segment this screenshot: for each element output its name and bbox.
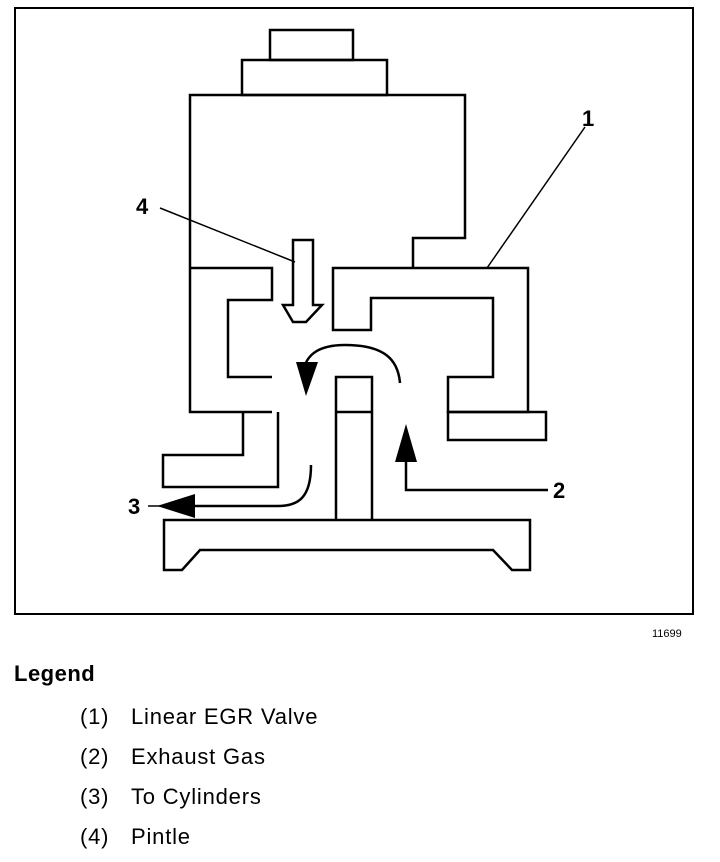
valve-collar (240, 58, 389, 97)
legend-item: (3) To Cylinders (80, 782, 318, 822)
valve-bracket (331, 266, 530, 414)
pintle-arrow (280, 238, 325, 324)
legend-item: (2) Exhaust Gas (80, 742, 318, 782)
valve-body (161, 28, 548, 572)
callout-2-label: 2 (553, 478, 565, 503)
legend-item-number: (1) (80, 704, 110, 729)
valve-stem (334, 375, 374, 520)
right-flange (446, 410, 548, 442)
valve-top-cap (268, 28, 355, 62)
left-housing-wall (190, 266, 274, 379)
valve-base (162, 518, 532, 572)
egr-valve-diagram: 1 2 3 4 11699 (14, 7, 694, 640)
legend-item-number: (3) (80, 784, 110, 809)
callout-4-leader (159, 207, 296, 263)
to-cylinders-flow (157, 464, 313, 518)
callout-1-leader (486, 126, 586, 269)
left-outlet-pipe (161, 412, 280, 489)
legend-item-text: Pintle (131, 824, 191, 849)
legend-title: Legend (14, 661, 96, 686)
legend-list: (1) Linear EGR Valve (2) Exhaust Gas (3) To… (80, 702, 318, 862)
callout-1-label: 1 (582, 106, 594, 131)
legend-item-text: Exhaust Gas (131, 744, 266, 769)
recirculation-flow (296, 343, 402, 396)
actuator-housing (188, 93, 467, 414)
callout-4-label: 4 (136, 194, 149, 219)
callout-3-label: 3 (128, 494, 140, 519)
legend-item-text: Linear EGR Valve (131, 704, 319, 729)
legend-item-number: (2) (80, 744, 110, 769)
legend-item: (4) Pintle (80, 822, 318, 862)
figure-id: 11699 (652, 628, 682, 640)
legend-item-number: (4) (80, 824, 110, 849)
exhaust-gas-flow (395, 424, 548, 492)
legend-item: (1) Linear EGR Valve (80, 702, 318, 742)
legend-item-text: To Cylinders (131, 784, 262, 809)
diagram-frame (14, 7, 694, 615)
